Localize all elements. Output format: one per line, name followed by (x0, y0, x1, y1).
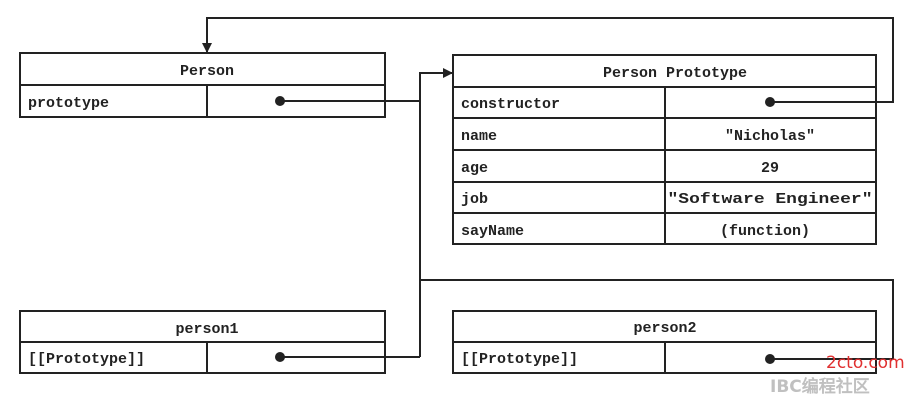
watermark-logo: 2cto.com (826, 353, 905, 373)
person2-prototype-link (420, 279, 894, 360)
person2-prototype-key: [[Prototype]] (461, 351, 578, 368)
row-key-name: name (461, 128, 497, 145)
person2-box: person2 [[Prototype]] (452, 310, 877, 374)
row-key-constructor: constructor (461, 96, 560, 113)
person1-prototype-key: [[Prototype]] (28, 351, 145, 368)
watermark-site: IBC编程社区 (770, 376, 870, 397)
row-value-age: 29 (761, 160, 779, 177)
row-value-sayname: (function) (720, 223, 810, 240)
person-prototype-box: Person Prototype constructor name "Nicho… (452, 54, 877, 245)
person1-box: person1 [[Prototype]] (19, 310, 386, 374)
constructor-arrow (202, 17, 894, 103)
person2-title: person2 (633, 320, 696, 337)
row-key-job: job (461, 191, 488, 208)
person-box: Person prototype (19, 52, 386, 118)
prototype-arrow (419, 68, 453, 357)
person-title: Person (180, 63, 234, 80)
row-value-job: "Software Engineer" (668, 191, 873, 208)
row-key-age: age (461, 160, 488, 177)
person1-title: person1 (175, 321, 238, 338)
person-prototype-key: prototype (28, 95, 109, 112)
prototype-title: Person Prototype (603, 65, 747, 82)
row-key-sayname: sayName (461, 223, 524, 240)
row-value-name: "Nicholas" (725, 128, 815, 145)
